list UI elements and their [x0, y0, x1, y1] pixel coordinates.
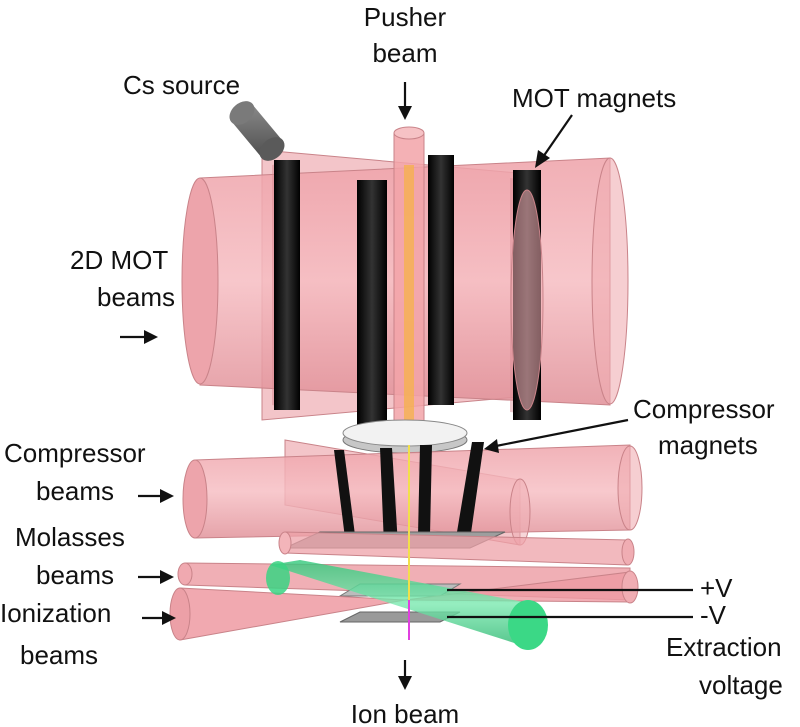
label-cs-source: Cs source: [123, 70, 240, 100]
label-molasses-1: Molasses: [15, 522, 125, 552]
label-extraction-2: voltage: [699, 670, 783, 700]
mot-beam-right-cap: [591, 157, 629, 405]
mot-magnet-front: [357, 180, 387, 430]
label-ionization-1: Ionization: [0, 598, 111, 628]
label-pusher-beam-2: beam: [372, 38, 437, 68]
compressor-section: [182, 439, 643, 549]
label-compressor-magnets-1: Compressor: [633, 394, 775, 424]
compressor-magnet-back-left: [380, 448, 398, 545]
label-extraction-1: Extraction: [666, 632, 782, 662]
ionization-beam-green: [270, 560, 540, 648]
molasses-beam-back: [284, 531, 629, 566]
label-minus-v: -V: [700, 600, 727, 630]
label-2d-mot-1: 2D MOT: [70, 245, 168, 275]
aperture-plate: [342, 419, 468, 454]
pusher-beam: [393, 126, 425, 434]
cs-source: [229, 101, 285, 161]
mot-magnet-back: [428, 155, 454, 405]
label-pusher-beam-1: Pusher: [364, 2, 447, 32]
text-labels: Pusher beam Cs source MOT magnets 2D MOT…: [0, 2, 783, 727]
compressor-magnet-back-right: [418, 445, 432, 535]
compressor-beam-horizontal: [194, 444, 631, 539]
label-ionization-2: beams: [20, 640, 98, 670]
label-ion-beam: Ion beam: [351, 699, 459, 727]
mot-magnet-left: [274, 160, 300, 410]
mot-beam-front-face: [510, 189, 544, 411]
label-compressor-beams-1: Compressor: [4, 438, 146, 468]
label-molasses-2: beams: [36, 560, 114, 590]
green-beam-end-cap: [508, 600, 548, 650]
label-plus-v: +V: [700, 573, 733, 603]
label-mot-magnets: MOT magnets: [512, 83, 676, 113]
label-compressor-magnets-2: magnets: [658, 430, 758, 460]
compressor-beam-left-cap: [182, 459, 208, 539]
compressor-beam-right-cap: [617, 445, 643, 531]
compressor-magnet-right: [456, 442, 484, 540]
label-compressor-beams-2: beams: [36, 476, 114, 506]
label-2d-mot-2: beams: [97, 282, 175, 312]
mot-section: [181, 101, 629, 430]
annotation-arrows: [120, 82, 693, 690]
compressor-magnet-left: [334, 450, 355, 538]
mot-beam-left-cap: [181, 177, 219, 385]
